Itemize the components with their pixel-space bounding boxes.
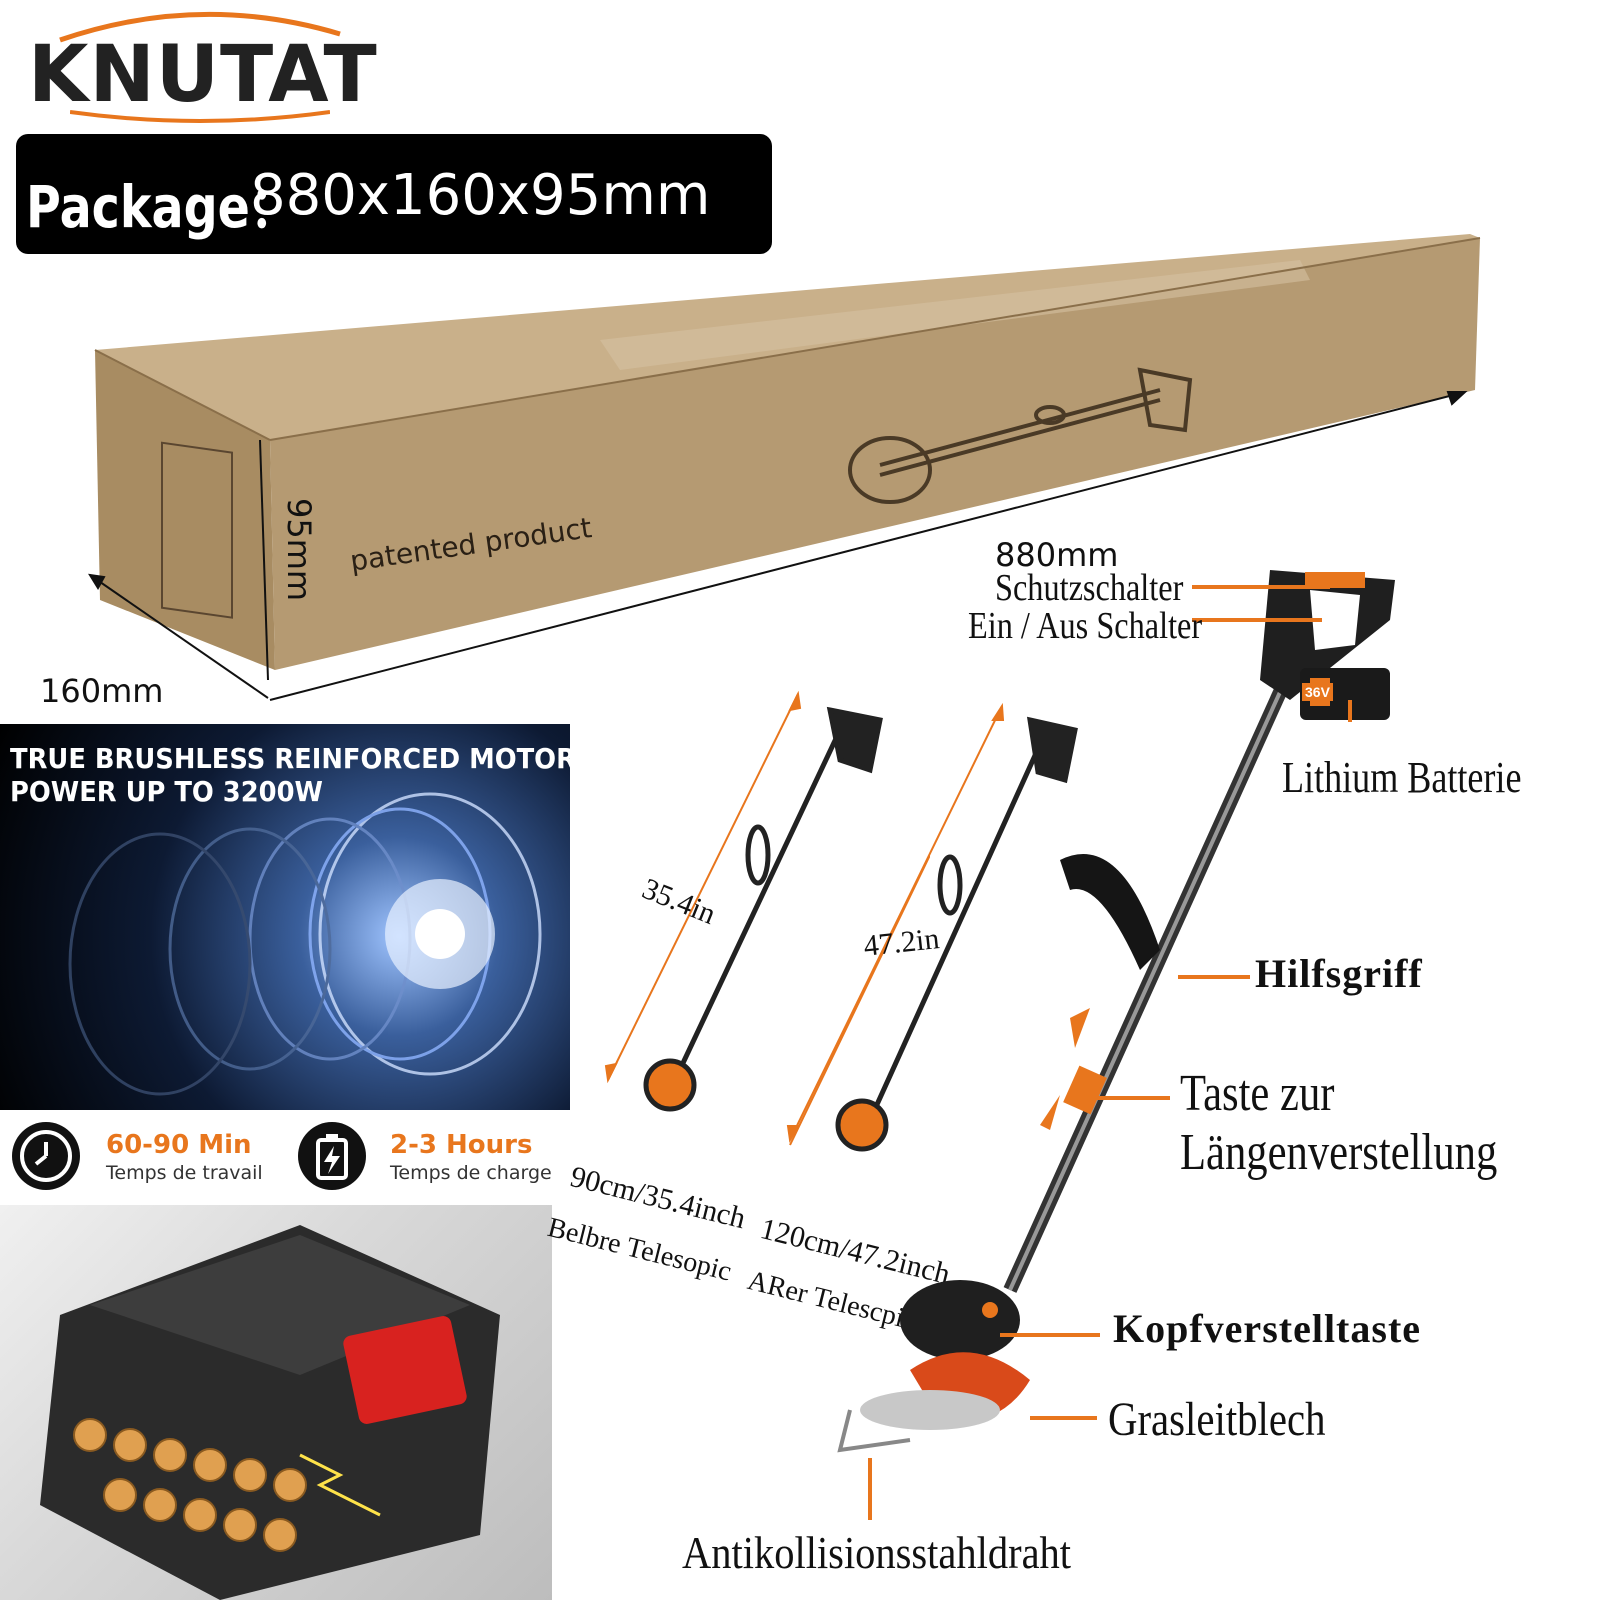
callout-aux-handle: Hilfsgriff (1255, 951, 1423, 996)
cardboard-box (94, 234, 1481, 670)
battery-icon (298, 1122, 366, 1190)
package-dimensions: 880x160x95mm (250, 163, 711, 228)
callout-head-button: Kopfverstelltaste (1113, 1306, 1422, 1351)
clock-icon (12, 1122, 80, 1190)
box-length-label: 880mm (995, 536, 1119, 574)
callout-battery: Lithium Batterie (1282, 753, 1522, 802)
motor-title-line1: TRUE BRUSHLESS REINFORCED MOTOR (10, 742, 576, 775)
logo-underline (70, 110, 330, 123)
brand-logo: KNUTAT (28, 30, 378, 120)
work-time-value: 60-90 Min (106, 1130, 252, 1160)
callout-grass-guard: Grasleitblech (1108, 1393, 1326, 1446)
callout-power-switch: Ein / Aus Schalter (968, 605, 1203, 647)
package-banner (16, 134, 772, 254)
logo-arc (59, 11, 341, 43)
box-width-label: 160mm (40, 672, 164, 710)
battery-illustration (40, 1225, 500, 1600)
charge-time-value: 2-3 Hours (390, 1130, 533, 1160)
callout-length-button: Taste zur Längenverstellung (1180, 1065, 1498, 1181)
trimmer-illustration (837, 570, 1395, 1453)
work-time-caption: Temps de travail (106, 1162, 263, 1184)
motor-title-line2: POWER UP TO 3200W (10, 775, 323, 808)
package-label: Package： (26, 173, 298, 241)
motor-illustration (68, 792, 542, 1096)
charge-time-caption: Temps de charge (390, 1162, 552, 1184)
dimension-arrows (88, 391, 1468, 701)
battery-voltage-label: 36V (1302, 683, 1333, 701)
battery-panel (0, 1205, 552, 1600)
callout-safety-switch: Schutzschalter (995, 567, 1184, 609)
telescopic-long (786, 702, 1078, 1152)
motor-title: TRUE BRUSHLESS REINFORCED MOTOR POWER UP… (10, 742, 576, 808)
telescopic-comparison (604, 690, 930, 1146)
callout-steel-wire: Antikollisionsstahldraht (682, 1527, 1072, 1578)
motor-panel (0, 724, 570, 1110)
